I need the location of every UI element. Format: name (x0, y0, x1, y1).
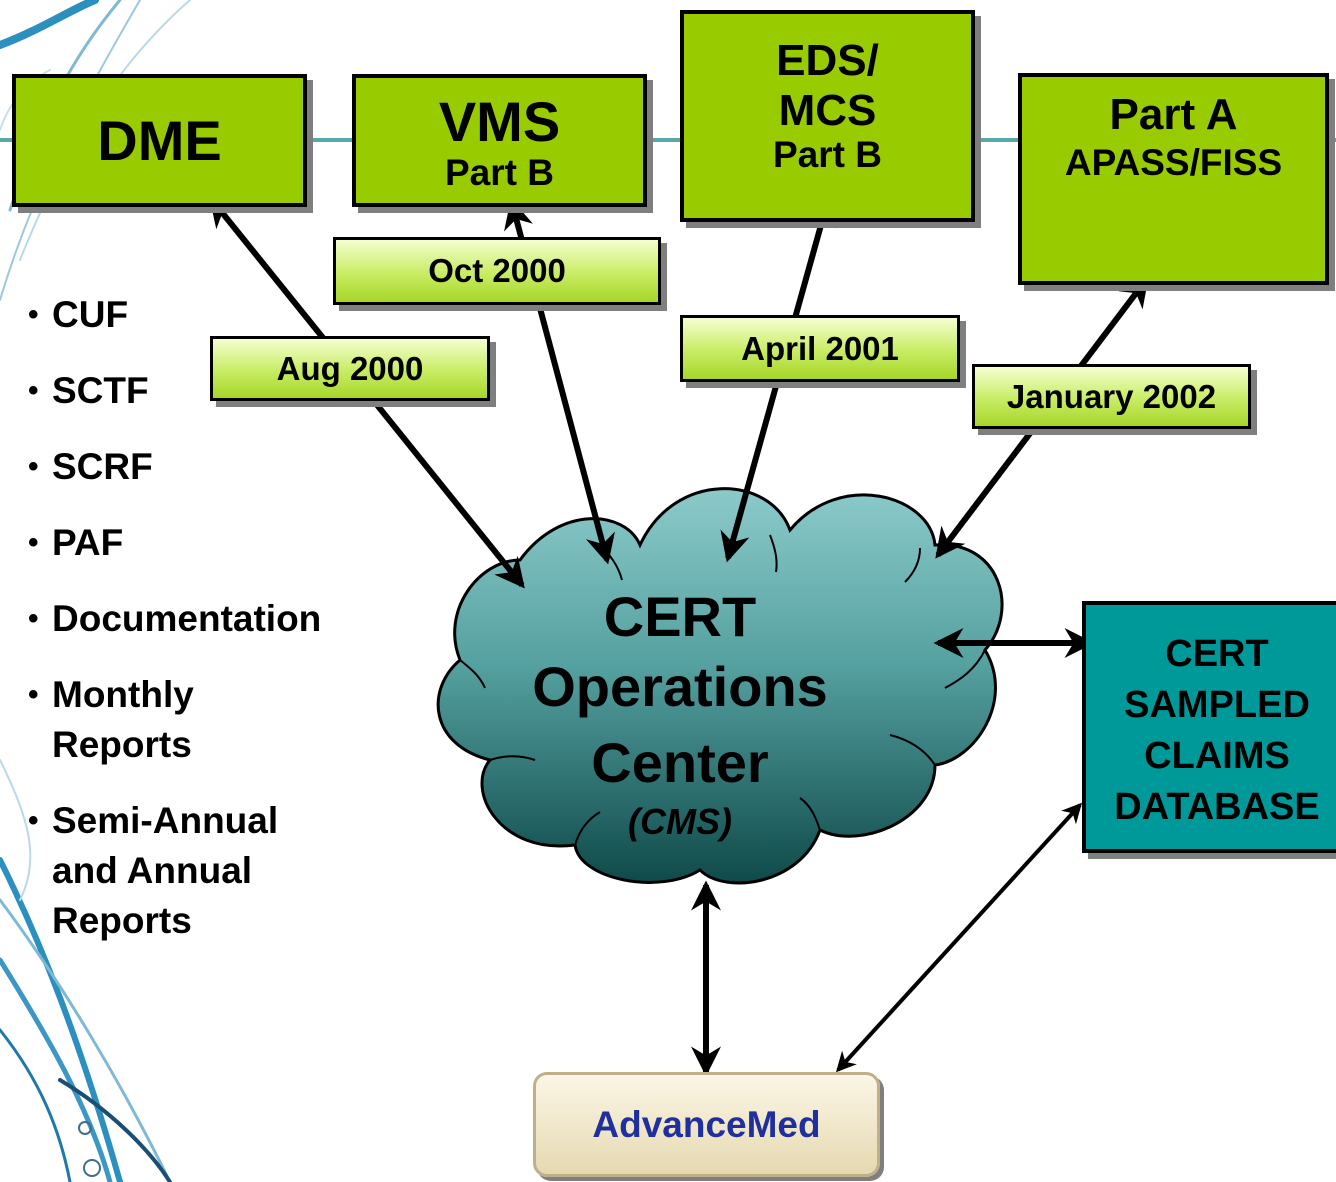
center-line1: CERT (603, 585, 757, 648)
system-parta-box: Part A APASS/FISS (1018, 73, 1329, 285)
system-eds-box: EDS/ MCS Part B (680, 10, 975, 222)
database-line3: CLAIMS (1144, 735, 1290, 777)
list-item: •SCTF (28, 370, 149, 411)
sampled-claims-database-box: CERT SAMPLED CLAIMS DATABASE (1082, 601, 1336, 853)
system-eds-title-line1: EDS/ (776, 36, 879, 85)
list-item: •Documentation (28, 598, 322, 639)
center-line4: (CMS) (628, 801, 732, 842)
system-parta-title: Part A (1109, 90, 1238, 139)
database-line1: CERT (1165, 633, 1269, 675)
advancemed-label: AdvanceMed (592, 1103, 821, 1145)
system-vms-title: VMS (438, 90, 561, 153)
system-eds-title-line2: MCS (778, 86, 877, 135)
cloud-label: CERT Operations Center (CMS) (480, 585, 880, 843)
system-vms-sub: Part B (445, 152, 554, 193)
list-item: •PAF (28, 522, 124, 563)
arrow-database-advancemed (835, 802, 1083, 1073)
date-label-eds: April 2001 (680, 315, 960, 382)
list-item: •SCRF (28, 446, 153, 487)
list-item: •Semi-Annual and Annual Reports (28, 800, 279, 941)
advancemed-box: AdvanceMed (533, 1072, 880, 1177)
date-label-vms: Oct 2000 (333, 237, 661, 305)
center-line3: Center (591, 731, 769, 794)
system-parta-sub: APASS/FISS (1064, 142, 1283, 183)
date-label-parta: January 2002 (972, 364, 1251, 429)
date-vms-text: Oct 2000 (428, 252, 566, 289)
center-line2: Operations (532, 655, 828, 718)
date-dme-text: Aug 2000 (276, 349, 424, 387)
database-line4: DATABASE (1114, 786, 1320, 828)
date-parta-text: January 2002 (1006, 377, 1217, 415)
list-item: •Monthly Reports (28, 674, 194, 765)
date-eds-text: April 2001 (741, 329, 899, 367)
deliverables-list: •CUF •SCTF •SCRF •PAF •Documentation •Mo… (28, 290, 388, 972)
system-vms-box: VMS Part B (352, 74, 647, 207)
system-dme-box: DME (12, 74, 307, 207)
list-item: •CUF (28, 294, 129, 335)
database-line2: SAMPLED (1124, 684, 1310, 726)
system-eds-sub: Part B (773, 134, 882, 175)
system-dme-title: DME (97, 109, 222, 172)
date-label-dme: Aug 2000 (210, 336, 490, 401)
